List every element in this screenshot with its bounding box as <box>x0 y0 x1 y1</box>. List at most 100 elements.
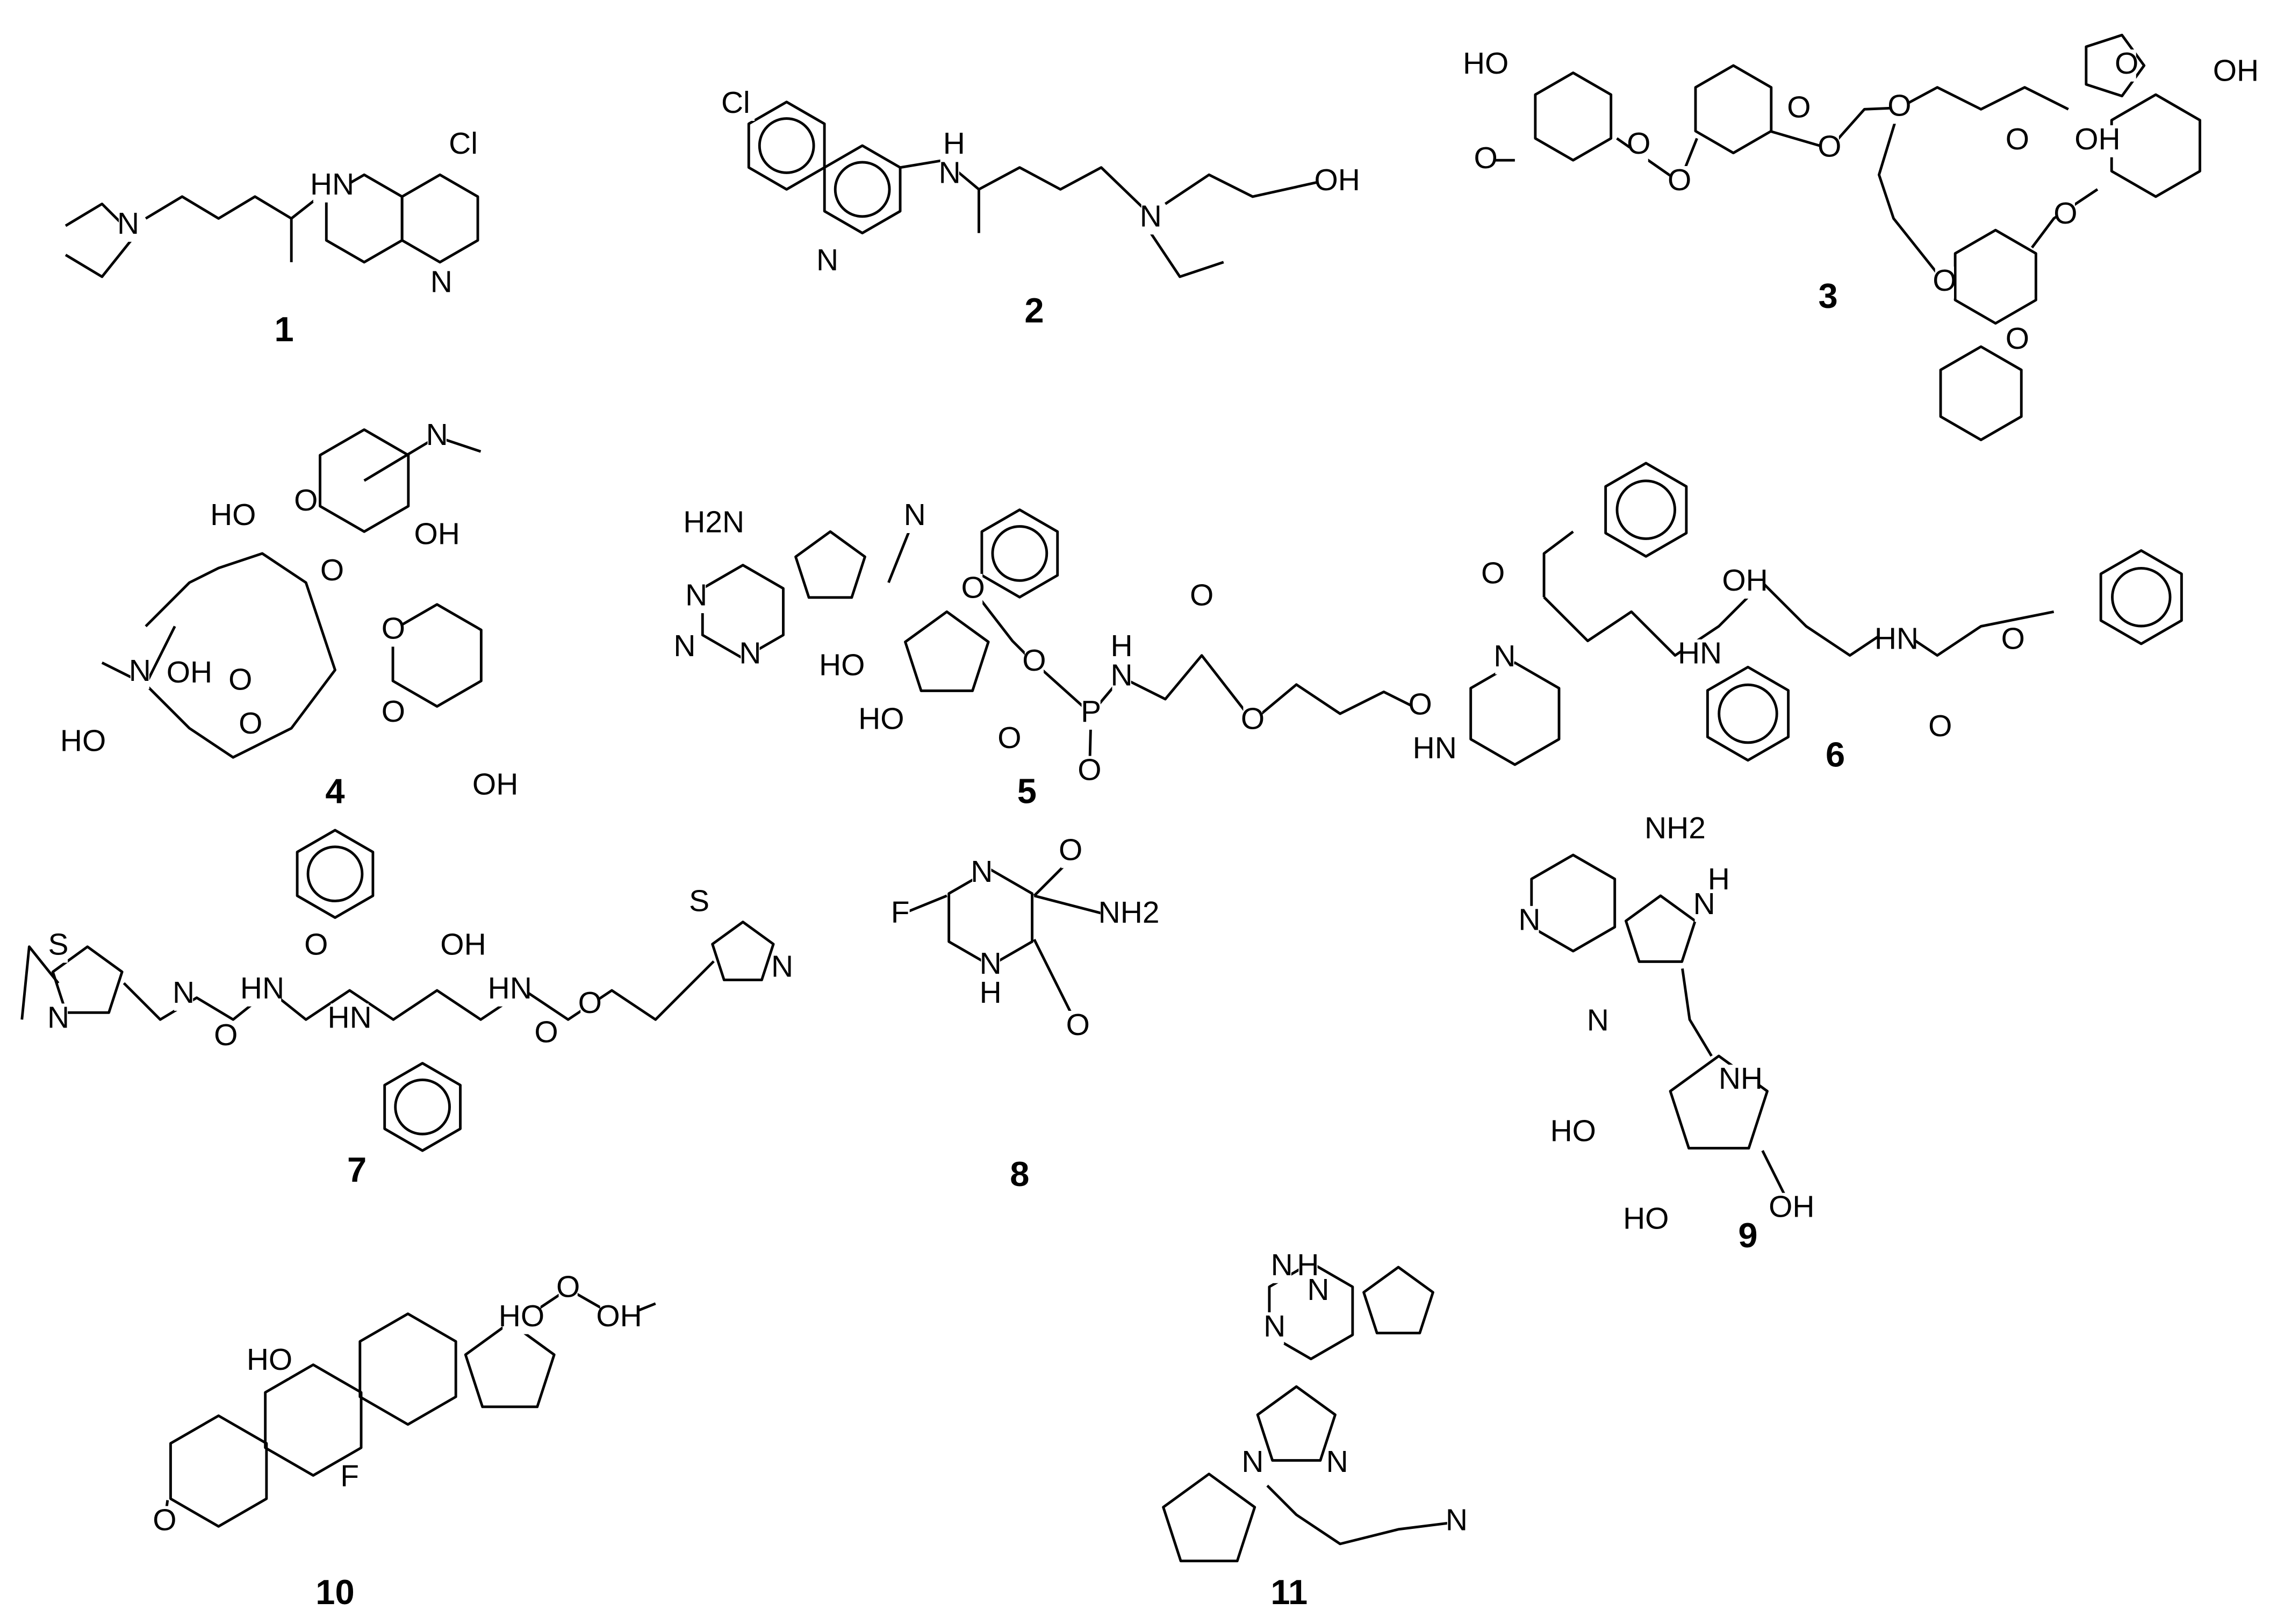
compound-number: 6 <box>1826 735 1845 774</box>
label-mask <box>243 974 282 1007</box>
atom-label: HO <box>499 1299 544 1333</box>
label-mask <box>1327 1448 1347 1480</box>
label-mask <box>2117 49 2136 82</box>
label-mask <box>890 899 910 931</box>
compound-number: 11 <box>1270 1572 1308 1612</box>
label-mask <box>322 556 342 588</box>
compound-number: 5 <box>1017 771 1037 810</box>
atom-label: O <box>294 483 318 518</box>
benzene-ring <box>296 829 375 919</box>
atom-label: HO <box>1550 1114 1596 1148</box>
label-mask <box>502 1302 541 1334</box>
atom-label: P <box>1081 694 1101 729</box>
atom-label: O <box>214 1018 238 1052</box>
atom-label: O <box>1627 126 1650 161</box>
atom-label: N <box>1263 1309 1285 1343</box>
aromatic-circle <box>991 525 1048 582</box>
atom-label: OH <box>167 655 212 689</box>
aromatic-circle <box>306 845 364 903</box>
ring-5 <box>794 530 866 599</box>
bond <box>123 960 715 1021</box>
bond <box>363 435 482 482</box>
atom-label: N <box>129 653 151 688</box>
atom-label: N <box>904 498 926 532</box>
label-mask <box>384 614 403 647</box>
ring-6 <box>1534 71 1613 162</box>
label-mask <box>296 486 315 519</box>
label-mask <box>905 501 924 533</box>
atom-label: N <box>739 636 761 671</box>
aromatic-circle <box>834 161 891 218</box>
label-mask <box>689 887 709 919</box>
label-mask <box>823 651 861 684</box>
atom-label: H2N <box>683 505 744 540</box>
bond-layer <box>20 33 2201 1563</box>
atom-label: N <box>1307 1273 1329 1307</box>
label-mask <box>1627 1204 1665 1237</box>
ring-5 <box>1362 1266 1434 1334</box>
atom-label: N <box>816 243 838 277</box>
atom-label: O <box>304 928 328 962</box>
label-mask <box>716 89 755 121</box>
label-mask <box>981 979 1000 1011</box>
atom-label: N <box>1446 1503 1468 1537</box>
compound-number: 10 <box>315 1572 354 1612</box>
label-mask <box>972 858 992 890</box>
label-mask <box>1061 836 1080 868</box>
atom-label: O <box>1933 263 1956 298</box>
atom-label: OH <box>1769 1190 1814 1224</box>
atom-label: HO <box>1623 1201 1669 1235</box>
label-mask <box>1554 1117 1592 1149</box>
label-mask <box>1080 756 1100 788</box>
label-mask <box>1726 566 1764 599</box>
atom-label: OH <box>1315 163 1360 197</box>
label-mask <box>491 974 529 1007</box>
atom-label: HN <box>310 167 354 202</box>
label-mask <box>1495 642 1514 674</box>
ring-5 <box>1624 894 1697 963</box>
label-mask <box>981 950 1000 982</box>
label-mask <box>1081 698 1101 730</box>
label-mask <box>1192 581 1211 614</box>
atom-label: O <box>2115 46 2138 81</box>
label-mask <box>2008 325 2027 357</box>
atom-label: N <box>1271 1248 1293 1282</box>
label-mask <box>1265 1312 1284 1345</box>
atom-label: O <box>1059 833 1082 867</box>
atom-label: O <box>556 1270 580 1304</box>
atom-label: O <box>382 612 405 646</box>
atom-label: O <box>1668 163 1691 197</box>
atom-label: NH2 <box>1098 895 1160 930</box>
atom-label: OH <box>414 516 460 551</box>
atom-label: HO <box>1463 46 1509 81</box>
label-mask <box>685 508 743 541</box>
bond <box>144 552 336 759</box>
atom-label: O <box>1190 578 1213 612</box>
label-mask <box>1141 202 1160 235</box>
label-mask <box>231 665 250 698</box>
label-mask <box>48 1003 68 1036</box>
atom-label: O <box>382 694 405 729</box>
label-mask <box>384 698 403 730</box>
label-mask <box>1411 690 1430 723</box>
atom-label: Cl <box>449 126 478 161</box>
atom-label: N <box>980 946 1002 981</box>
atom-label: N <box>117 206 139 241</box>
atom-label: N <box>971 854 993 889</box>
benzene-ring <box>747 100 826 191</box>
atom-label: O <box>534 1015 558 1049</box>
label-mask <box>600 1302 638 1334</box>
aromatic-circle <box>1718 683 1778 744</box>
label-mask <box>963 573 983 606</box>
label-mask <box>687 581 706 614</box>
ring-6 <box>1268 1261 1354 1361</box>
atom-label: NH <box>1719 1061 1763 1096</box>
atom-label: O <box>1241 702 1265 736</box>
atom-label: HO <box>819 648 865 682</box>
atom-label: N <box>426 418 448 452</box>
